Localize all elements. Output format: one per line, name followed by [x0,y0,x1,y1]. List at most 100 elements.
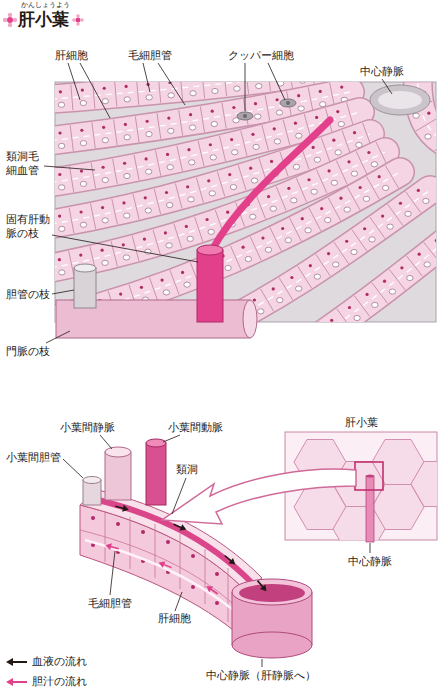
hepatocyte-cord [198,141,204,166]
hepatocyte-cord [202,82,205,99]
hepatocyte-cord [190,91,196,96]
hepatocyte-cord [382,185,388,190]
kupffer-cell [237,99,296,120]
hepatocyte-plate [130,517,131,569]
hepatocyte-cord [144,196,147,199]
central-vein [232,578,312,658]
hepatocyte-cord [144,157,147,160]
hepatocyte-cord [281,227,284,230]
hepatocyte-cord [81,88,84,91]
direction-arrow [162,469,356,524]
hepatocyte-cord [270,206,276,211]
hepatocyte-cord [427,112,430,115]
hepatocyte-cord [207,179,210,182]
hepatocyte-plate [116,522,120,526]
hepatocyte-cord [58,173,61,176]
part-label: 小葉間動脈 [168,421,223,435]
hepatocyte-cord [370,217,385,238]
bile-flow-arrow [104,542,219,597]
hepatocyte-cord [180,190,430,322]
bile-duct-branch [74,264,96,308]
hepatocyte-cord [168,128,174,133]
hepatocyte-cord [145,169,151,174]
hepatocyte-cord [316,169,327,193]
hepatocyte-cord [80,100,86,105]
hepatocyte-cord [238,165,246,190]
hepatocyte-cord [123,255,129,260]
hepatocyte-plate [215,601,219,605]
leader-line [80,63,110,118]
hepatocyte-cord [250,237,261,261]
hepatocyte-cord [305,228,311,233]
title-ornament [76,18,81,23]
leader-line [143,63,150,92]
leader-line [100,435,112,449]
hepatocyte-cord [187,148,190,151]
hepatocyte-cord [146,132,152,137]
hepatocyte-cord [140,286,143,289]
hepatocyte-cord [177,146,183,171]
hepatocyte-cord [330,319,333,322]
hepatocyte-cord [189,113,192,116]
hepatocyte-cord [164,231,167,234]
hepatocyte-cord [262,125,268,150]
lobule-tissue [40,50,442,355]
hepatocyte-cord [58,258,61,261]
hepatocyte-cord [334,242,349,263]
hepatocyte-cord [285,238,291,243]
hepatocyte-cord [300,230,436,322]
hepatocyte-cord [146,95,152,100]
hepatocyte-cord [119,293,122,296]
hepatocyte-cord [276,110,282,115]
hepatocyte-cord [124,135,130,140]
hepatocyte-cord [385,166,398,188]
lobule-inset [411,462,437,507]
hepatocyte-cord [230,184,236,189]
hepatocyte-cord [167,165,173,170]
hepatocyte-cord [389,289,395,294]
hepatocyte-cord [309,264,312,267]
hepatocyte-cord [371,162,377,167]
part-label: 中心静脈（肝静脈へ） [206,669,316,683]
hepatocyte-cord [407,256,423,276]
hepatocyte-cord [399,202,402,205]
hepatocyte-cord [224,82,227,96]
part-label: 類洞毛細血管 [6,150,42,178]
hepatocyte-cord [166,153,169,156]
hepatocyte-cord [102,99,108,104]
hepatocyte-cord [114,119,118,145]
hepatocyte-cord [124,213,130,218]
hepatocyte-cord [327,169,330,172]
hepatocyte-cord [228,173,231,176]
hepatocyte-cord [205,218,208,221]
hepatocyte-cord [335,150,341,155]
hepatocyte-cord [200,107,204,133]
leader-line [52,235,198,262]
hepatocyte-cord [308,87,313,113]
title-ornament [76,22,80,26]
hepatocyte-cord [435,239,436,242]
hepatocyte-cord [58,131,61,134]
hepatocyte-cord [372,302,378,307]
sinusoid [370,85,430,115]
hepatocyte-cord [90,204,95,229]
hepatocyte-cord [79,254,82,257]
central-vein [232,592,233,645]
hepatocyte-plate [85,540,236,612]
hepatocyte-cord [405,211,411,216]
hepatocyte-cord [267,195,270,198]
legend-text: 胆汁の流れ [32,675,87,689]
hepatocyte-cord [293,164,299,169]
hepatocyte-cord [258,309,264,314]
hepatocyte-cord [102,138,108,143]
bile-flow-arrow [157,559,165,568]
hepatocyte-cord [320,207,323,210]
hepatocyte-cord [58,214,61,217]
lobule-inset [294,440,437,541]
hepatocyte-cord [168,93,174,98]
title-ornament [3,18,7,22]
hepatocyte-cord [307,178,310,181]
hepatocyte-cord [212,88,218,93]
hepatocyte-cord [124,123,127,126]
interlobular-vessels [83,439,166,505]
